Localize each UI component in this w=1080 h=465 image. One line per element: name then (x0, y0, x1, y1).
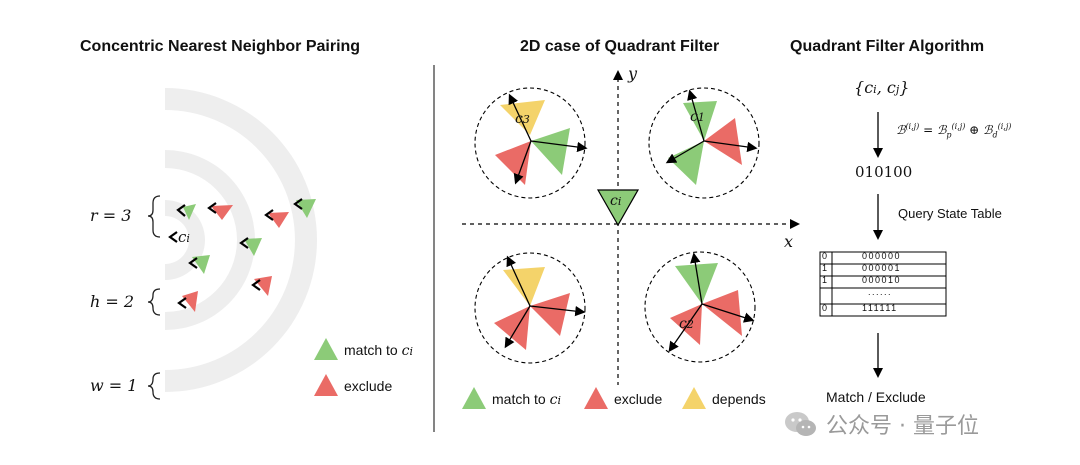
mid-legend-depends-triangle (682, 387, 706, 409)
table-code-1: 000001 (862, 263, 902, 273)
middle-ring (165, 150, 255, 330)
mid-legend-match-triangle (462, 387, 486, 409)
candidate-red-4 (177, 291, 198, 312)
state-table (819, 251, 947, 317)
param-h: h = 2 (90, 292, 135, 311)
cluster-bottom-right (644, 251, 756, 363)
mid-legend-exclude-triangle (584, 387, 608, 409)
result-label: Match / Exclude (826, 389, 926, 405)
table-flag-4: 0 (822, 303, 828, 313)
candidate-red-1 (207, 202, 233, 220)
outer-ring (165, 88, 317, 392)
formula: ℬ(i,j) = ℬp(i,j) ⊕ ℬd(i,j) (896, 122, 1012, 140)
right-panel-title: Quadrant Filter Algorithm (790, 38, 985, 55)
x-axis-label: x (784, 232, 794, 251)
table-code-3: ...... (868, 287, 893, 297)
candidate-green-4 (188, 255, 210, 274)
left-legend-exclude: exclude (344, 378, 393, 394)
center-triangle (598, 190, 638, 225)
bit-string: 010100 (855, 163, 913, 181)
mid-legend-depends: depends (712, 391, 766, 407)
candidate-green-2 (293, 198, 316, 218)
left-center-label: ci (178, 228, 190, 246)
cluster-top-right (648, 87, 760, 199)
candidate-red-3 (251, 276, 272, 296)
left-legend-match: match to ci (344, 342, 413, 359)
brace-r (147, 195, 161, 238)
y-axis-label: y (628, 64, 638, 83)
mid-center-label: ci (610, 193, 622, 209)
middle-panel-title: 2D case of Quadrant Filter (520, 38, 720, 55)
mid-legend-exclude: exclude (614, 391, 663, 407)
left-panel-title: Concentric Nearest Neighbor Pairing (80, 38, 361, 55)
label-c2: c2 (679, 316, 694, 332)
table-flag-2: 1 (822, 275, 828, 285)
candidate-green-3 (239, 237, 262, 256)
mid-legend-match: match to ci (492, 391, 561, 408)
input-pair: {ci, cj} (854, 78, 910, 97)
table-code-0: 000000 (862, 251, 902, 261)
query-label: Query State Table (898, 206, 1002, 221)
label-c3: c3 (515, 111, 530, 127)
label-c1: c1 (690, 109, 705, 125)
table-code-4: 111111 (862, 303, 898, 313)
brace-h (147, 288, 161, 316)
table-flag-0: 0 (822, 251, 828, 261)
param-w: w = 1 (90, 376, 138, 395)
param-r: r = 3 (90, 206, 132, 225)
legend-exclude-triangle (314, 374, 338, 396)
table-flag-1: 1 (822, 263, 828, 273)
candidate-red-2 (264, 209, 289, 228)
table-code-2: 000010 (862, 275, 902, 285)
wechat-icon (785, 412, 816, 436)
candidate-green-1 (176, 204, 196, 220)
watermark: 公众号 · 量子位 (784, 408, 979, 440)
legend-match-triangle (314, 338, 338, 360)
center-point-chevron (168, 231, 178, 243)
watermark-text: 公众号 · 量子位 (826, 414, 979, 439)
brace-w (147, 372, 161, 400)
